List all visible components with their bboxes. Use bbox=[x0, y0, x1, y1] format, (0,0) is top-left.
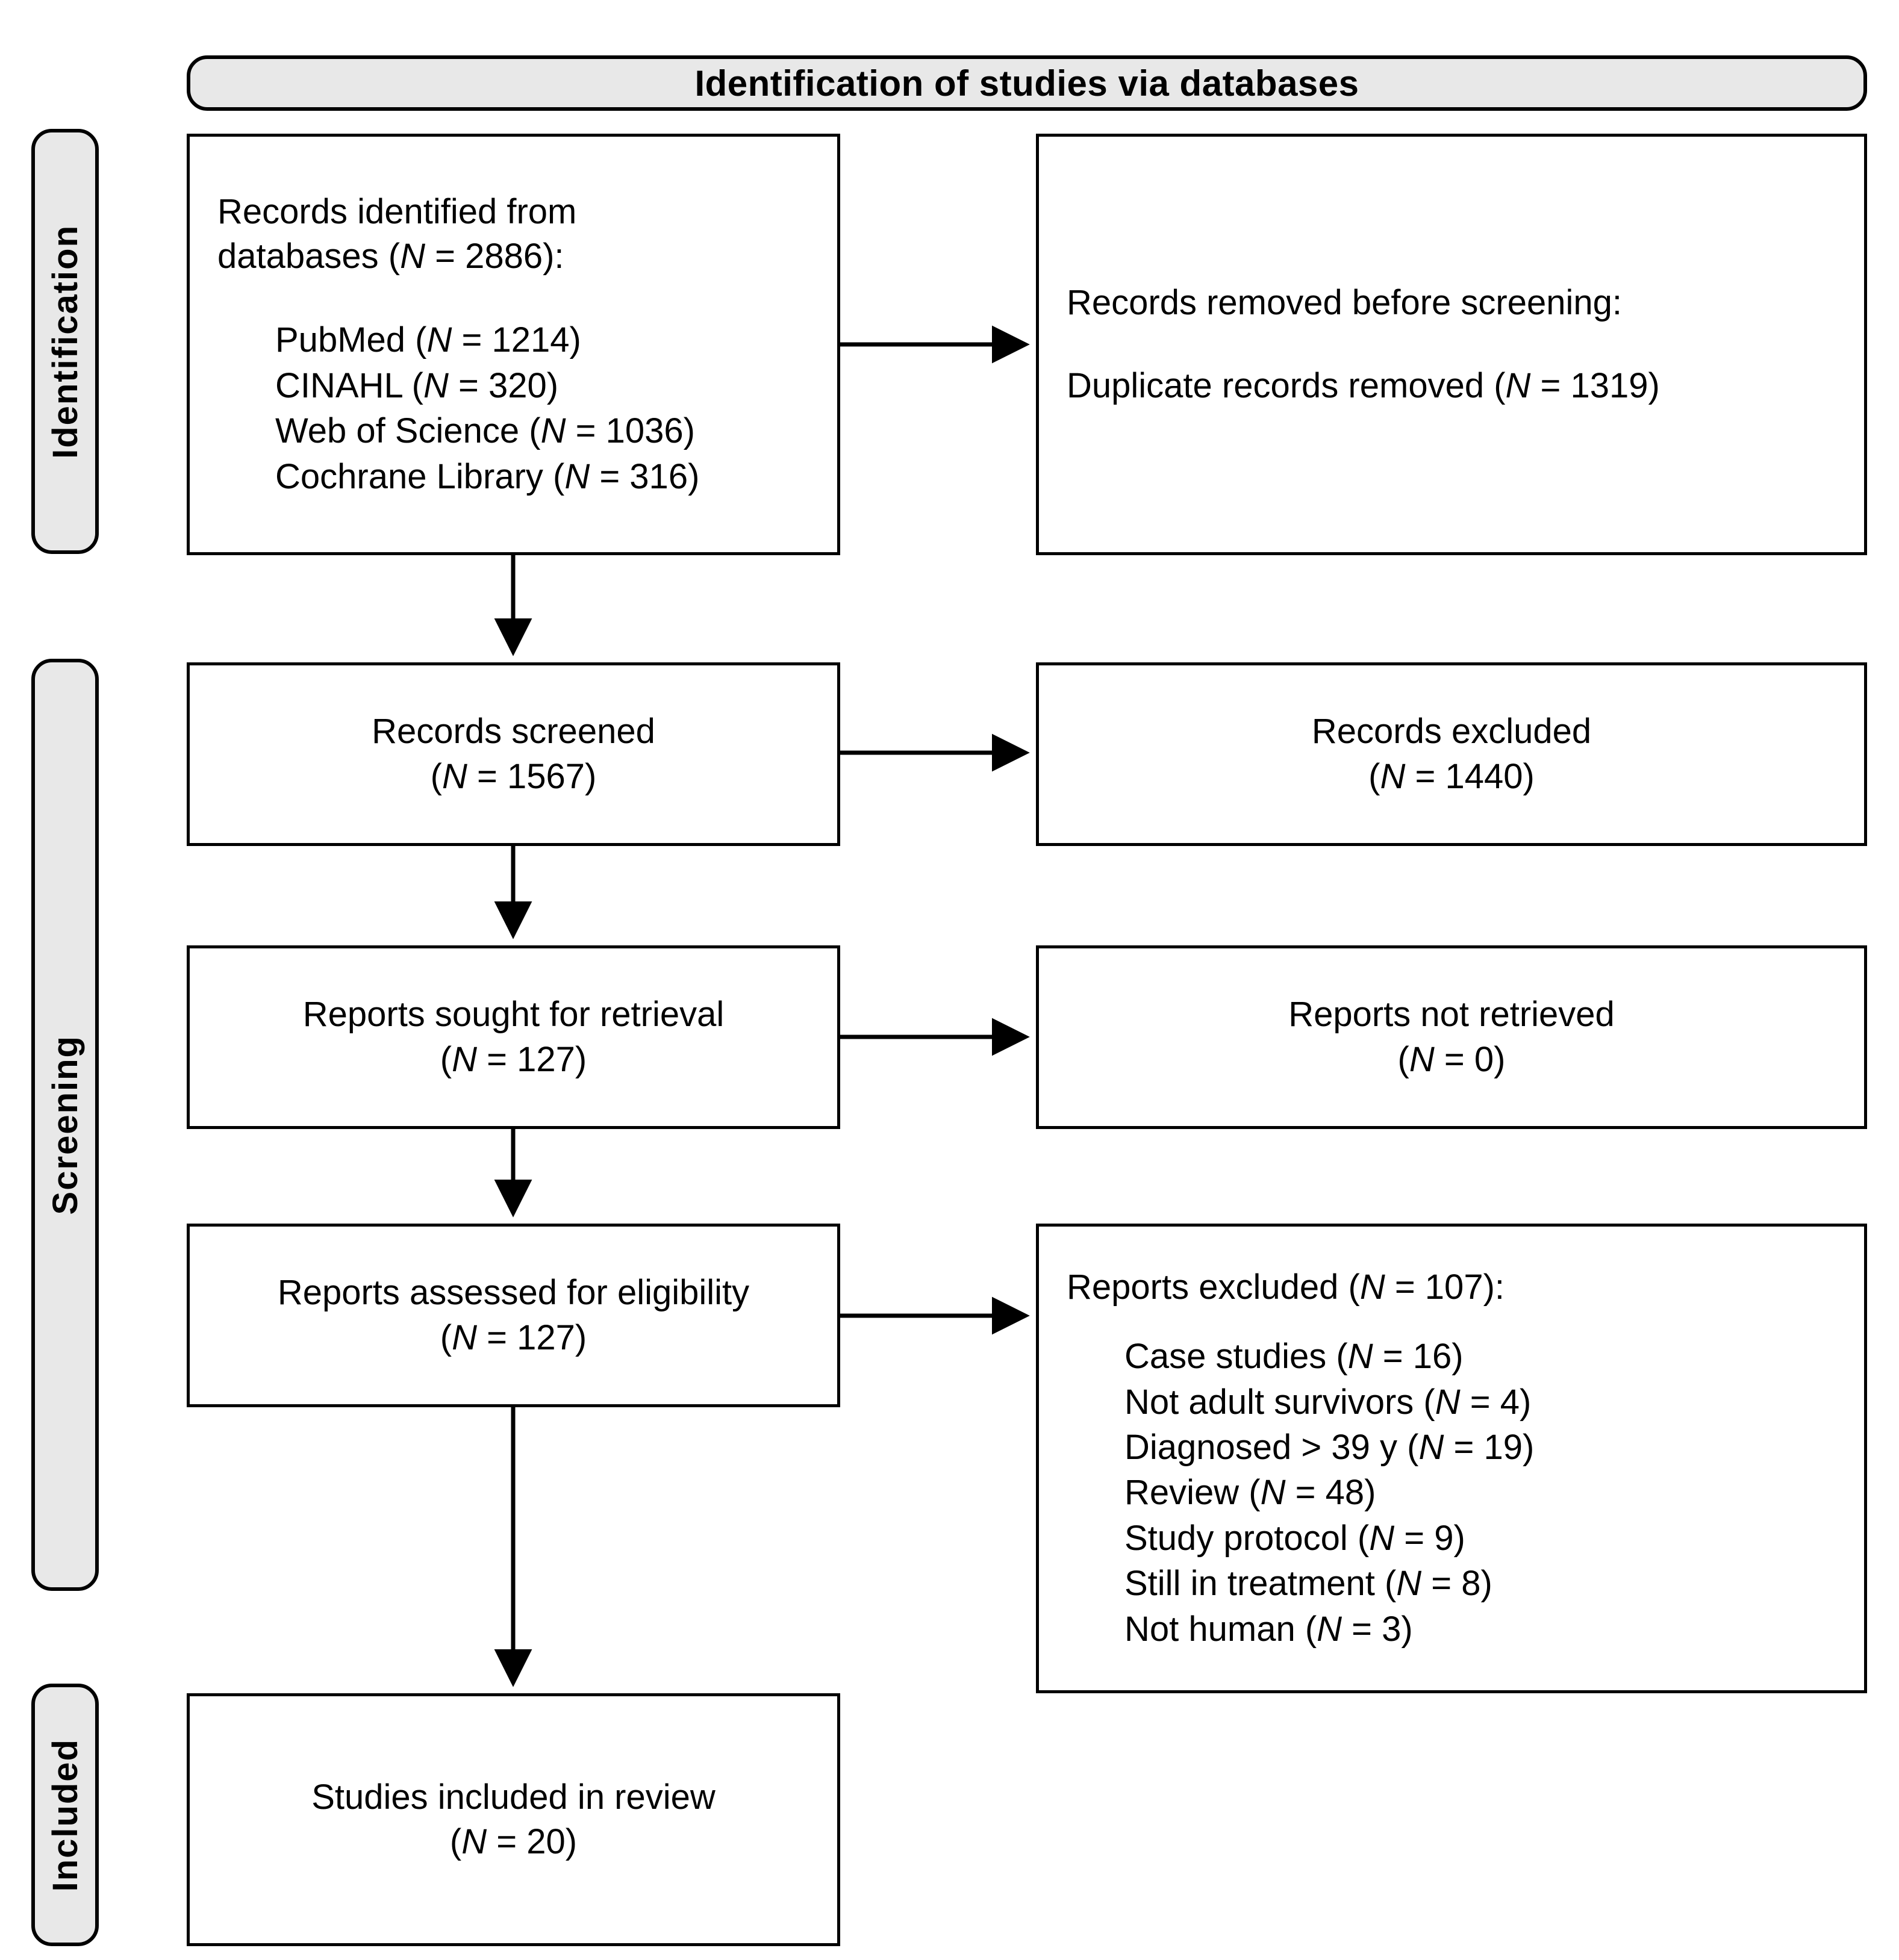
records-screened-label: Records screened bbox=[372, 712, 655, 751]
reports-excluded-heading: Reports excluded (N = 107): bbox=[1067, 1268, 1505, 1307]
box-studies-included: Studies included in review (N = 20) bbox=[187, 1693, 840, 1946]
studies-included-label: Studies included in review bbox=[311, 1777, 716, 1817]
records-screened-count: (N = 1567) bbox=[430, 756, 597, 796]
box-records-identified: Records identified from databases (N = 2… bbox=[187, 134, 840, 555]
reports-sought-count: (N = 127) bbox=[440, 1039, 587, 1079]
reports-assessed-count: (N = 127) bbox=[440, 1318, 587, 1357]
header-band: Identification of studies via databases bbox=[187, 55, 1867, 111]
reports-not-retrieved-label: Reports not retrieved bbox=[1288, 995, 1615, 1034]
box-reports-not-retrieved: Reports not retrieved (N = 0) bbox=[1036, 945, 1867, 1129]
stage-label-screening: Screening bbox=[45, 1034, 85, 1215]
source-cinahl: CINAHL (N = 320) bbox=[275, 366, 559, 405]
records-identified-line2: databases (N = 2886): bbox=[217, 237, 564, 276]
reports-assessed-label: Reports assessed for eligibility bbox=[277, 1273, 750, 1313]
reason-study-protocol: Study protocol (N = 9) bbox=[1124, 1518, 1465, 1558]
box-reports-assessed: Reports assessed for eligibility (N = 12… bbox=[187, 1224, 840, 1407]
reports-not-retrieved-count: (N = 0) bbox=[1397, 1039, 1506, 1079]
reason-not-human: Not human (N = 3) bbox=[1124, 1609, 1413, 1649]
reason-still-in-treatment: Still in treatment (N = 8) bbox=[1124, 1564, 1492, 1604]
records-excluded-count: (N = 1440) bbox=[1368, 756, 1535, 796]
reason-diagnosed-over-39: Diagnosed > 39 y (N = 19) bbox=[1124, 1428, 1535, 1467]
source-cochrane-library: Cochrane Library (N = 316) bbox=[275, 456, 700, 496]
records-identified-line1: Records identified from bbox=[217, 191, 577, 231]
stage-label-included: Included bbox=[45, 1738, 85, 1892]
box-records-screened: Records screened (N = 1567) bbox=[187, 662, 840, 846]
reason-case-studies: Case studies (N = 16) bbox=[1124, 1337, 1464, 1377]
stage-band-screening: Screening bbox=[31, 659, 99, 1591]
stage-band-identification: Identification bbox=[31, 129, 99, 554]
stage-label-identification: Identification bbox=[45, 224, 85, 459]
box-reports-sought: Reports sought for retrieval (N = 127) bbox=[187, 945, 840, 1129]
stage-band-included: Included bbox=[31, 1684, 99, 1946]
reason-review: Review (N = 48) bbox=[1124, 1473, 1376, 1513]
records-removed-heading: Records removed before screening: bbox=[1067, 282, 1623, 322]
reason-not-adult-survivors: Not adult survivors (N = 4) bbox=[1124, 1382, 1532, 1422]
duplicate-records-removed: Duplicate records removed (N = 1319) bbox=[1067, 366, 1660, 405]
source-web-of-science: Web of Science (N = 1036) bbox=[275, 411, 695, 451]
source-pubmed: PubMed (N = 1214) bbox=[275, 320, 581, 360]
studies-included-count: (N = 20) bbox=[449, 1822, 578, 1861]
box-records-excluded: Records excluded (N = 1440) bbox=[1036, 662, 1867, 846]
box-records-removed: Records removed before screening: Duplic… bbox=[1036, 134, 1867, 555]
reports-sought-label: Reports sought for retrieval bbox=[302, 995, 725, 1034]
records-excluded-label: Records excluded bbox=[1311, 712, 1592, 751]
box-reports-excluded-reasons: Reports excluded (N = 107): Case studies… bbox=[1036, 1224, 1867, 1693]
header-title: Identification of studies via databases bbox=[694, 63, 1359, 104]
